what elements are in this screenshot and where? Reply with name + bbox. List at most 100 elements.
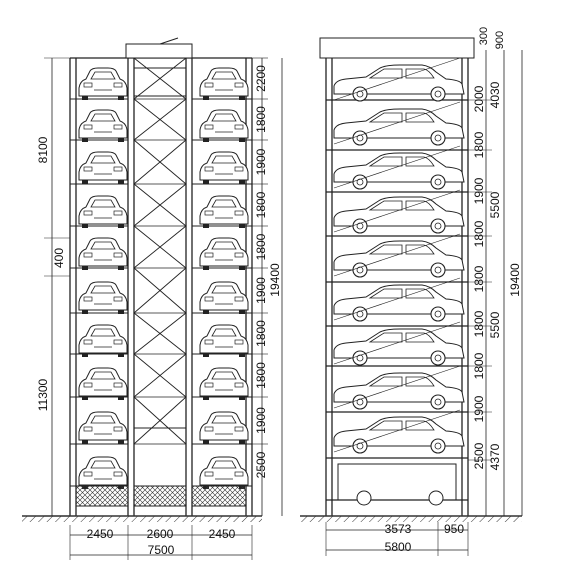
dim-front-level: 1900 [254,148,268,175]
car-left [78,67,128,101]
side-brace [333,145,461,189]
dim-side-level: 1800 [472,352,486,379]
dim-front-level: 2500 [254,451,268,478]
car-left [78,237,128,271]
side-car [333,108,465,146]
dim-front-level: 1800 [254,106,268,133]
side-car [333,416,465,454]
car-left [78,151,128,185]
car-right [199,411,249,445]
car-left [78,324,128,358]
dim-front-level: 1900 [254,277,268,304]
dim-front-level: 2200 [254,65,268,92]
lift-shaft-brace [133,267,187,314]
ground-right [300,515,522,522]
lift-car-top [133,67,187,97]
car-left [78,367,128,401]
side-car [333,64,465,102]
dim-side-level: 2000 [472,85,486,112]
drive-unit [125,43,193,59]
lift-shaft-brace [133,312,187,355]
side-brace [333,409,461,453]
side-car [333,328,465,366]
dim-side-group: 5500 [488,311,502,338]
pit-wheel [356,490,372,506]
dim-side-group: 5500 [488,191,502,218]
dim-front-level: 1800 [254,233,268,260]
car-left [78,109,128,143]
dim-front-left-3: 11300 [36,378,50,411]
front-view [69,37,253,516]
lift-shaft-brace [133,353,187,398]
car-right [199,109,249,143]
mesh-guard-center [133,485,187,507]
side-top-head [319,37,475,59]
dim-side-bottom-2: 950 [444,522,464,536]
side-brace [333,277,461,321]
side-car [333,372,465,410]
mesh-guard-right [191,485,247,507]
car-right [199,67,249,101]
side-brace [333,101,461,145]
lift-shaft-brace [133,183,187,227]
lift-car-bottom [133,427,187,487]
car-left [78,195,128,229]
dim-side-level: 1900 [472,177,486,204]
dim-side-overall-height: 19400 [508,263,522,297]
dim-side-top-1: 300 [478,27,490,45]
car-left [78,281,128,315]
dim-front-level: 1800 [254,320,268,347]
dim-side-level: 1900 [472,395,486,422]
dim-front-left-2: 400 [52,248,66,268]
dim-front-overall-height: 19400 [268,263,282,297]
dim-front-left-1: 8100 [36,136,50,163]
dim-front-level: 1900 [254,407,268,434]
dim-front-overall-width: 7500 [148,543,175,557]
side-brace [333,233,461,277]
pit-frame [337,463,457,501]
dim-front-level: 1800 [254,362,268,389]
lift-shaft-brace [133,139,187,185]
car-right [199,151,249,185]
side-brace [333,189,461,233]
car-right [199,281,249,315]
lift-shaft-brace [133,98,187,141]
side-brace [333,57,461,101]
dim-side-top-2: 900 [494,31,506,49]
dim-side-group: 4030 [488,81,502,108]
side-car [333,196,465,234]
side-brace [333,365,461,409]
lift-shaft-brace [133,57,187,100]
side-car [333,240,465,278]
car-right [199,237,249,271]
dim-side-level: 2500 [472,442,486,469]
car-right [199,367,249,401]
car-left [78,411,128,445]
mesh-guard-left [75,485,129,507]
dim-side-level: 1800 [472,220,486,247]
side-car [333,152,465,190]
side-car [333,284,465,322]
car-right [199,195,249,229]
dim-side-overall-width: 5800 [385,540,412,554]
car-right [199,324,249,358]
lift-shaft-brace [133,225,187,269]
dim-side-group: 4370 [488,443,502,470]
ground-left [22,515,262,522]
dim-side-level: 1800 [472,131,486,158]
lift-shaft-brace [133,396,187,445]
drive-unit-detail [159,37,179,45]
dim-side-level: 1800 [472,310,486,337]
dim-front-bottom-1: 2450 [87,527,114,541]
dim-front-bottom-3: 2450 [209,527,236,541]
side-brace [333,321,461,365]
dimension-labels: 2450 2600 2450 7500 8100 400 11300 2200 1800 1900… [36,27,523,560]
car-left-ground [78,456,128,490]
pit-wheel [428,490,444,506]
car-right-ground [199,456,249,490]
side-view [319,37,475,516]
dim-front-level: 1800 [254,191,268,218]
dim-side-level: 1800 [472,265,486,292]
dim-front-bottom-2: 2600 [147,527,174,541]
